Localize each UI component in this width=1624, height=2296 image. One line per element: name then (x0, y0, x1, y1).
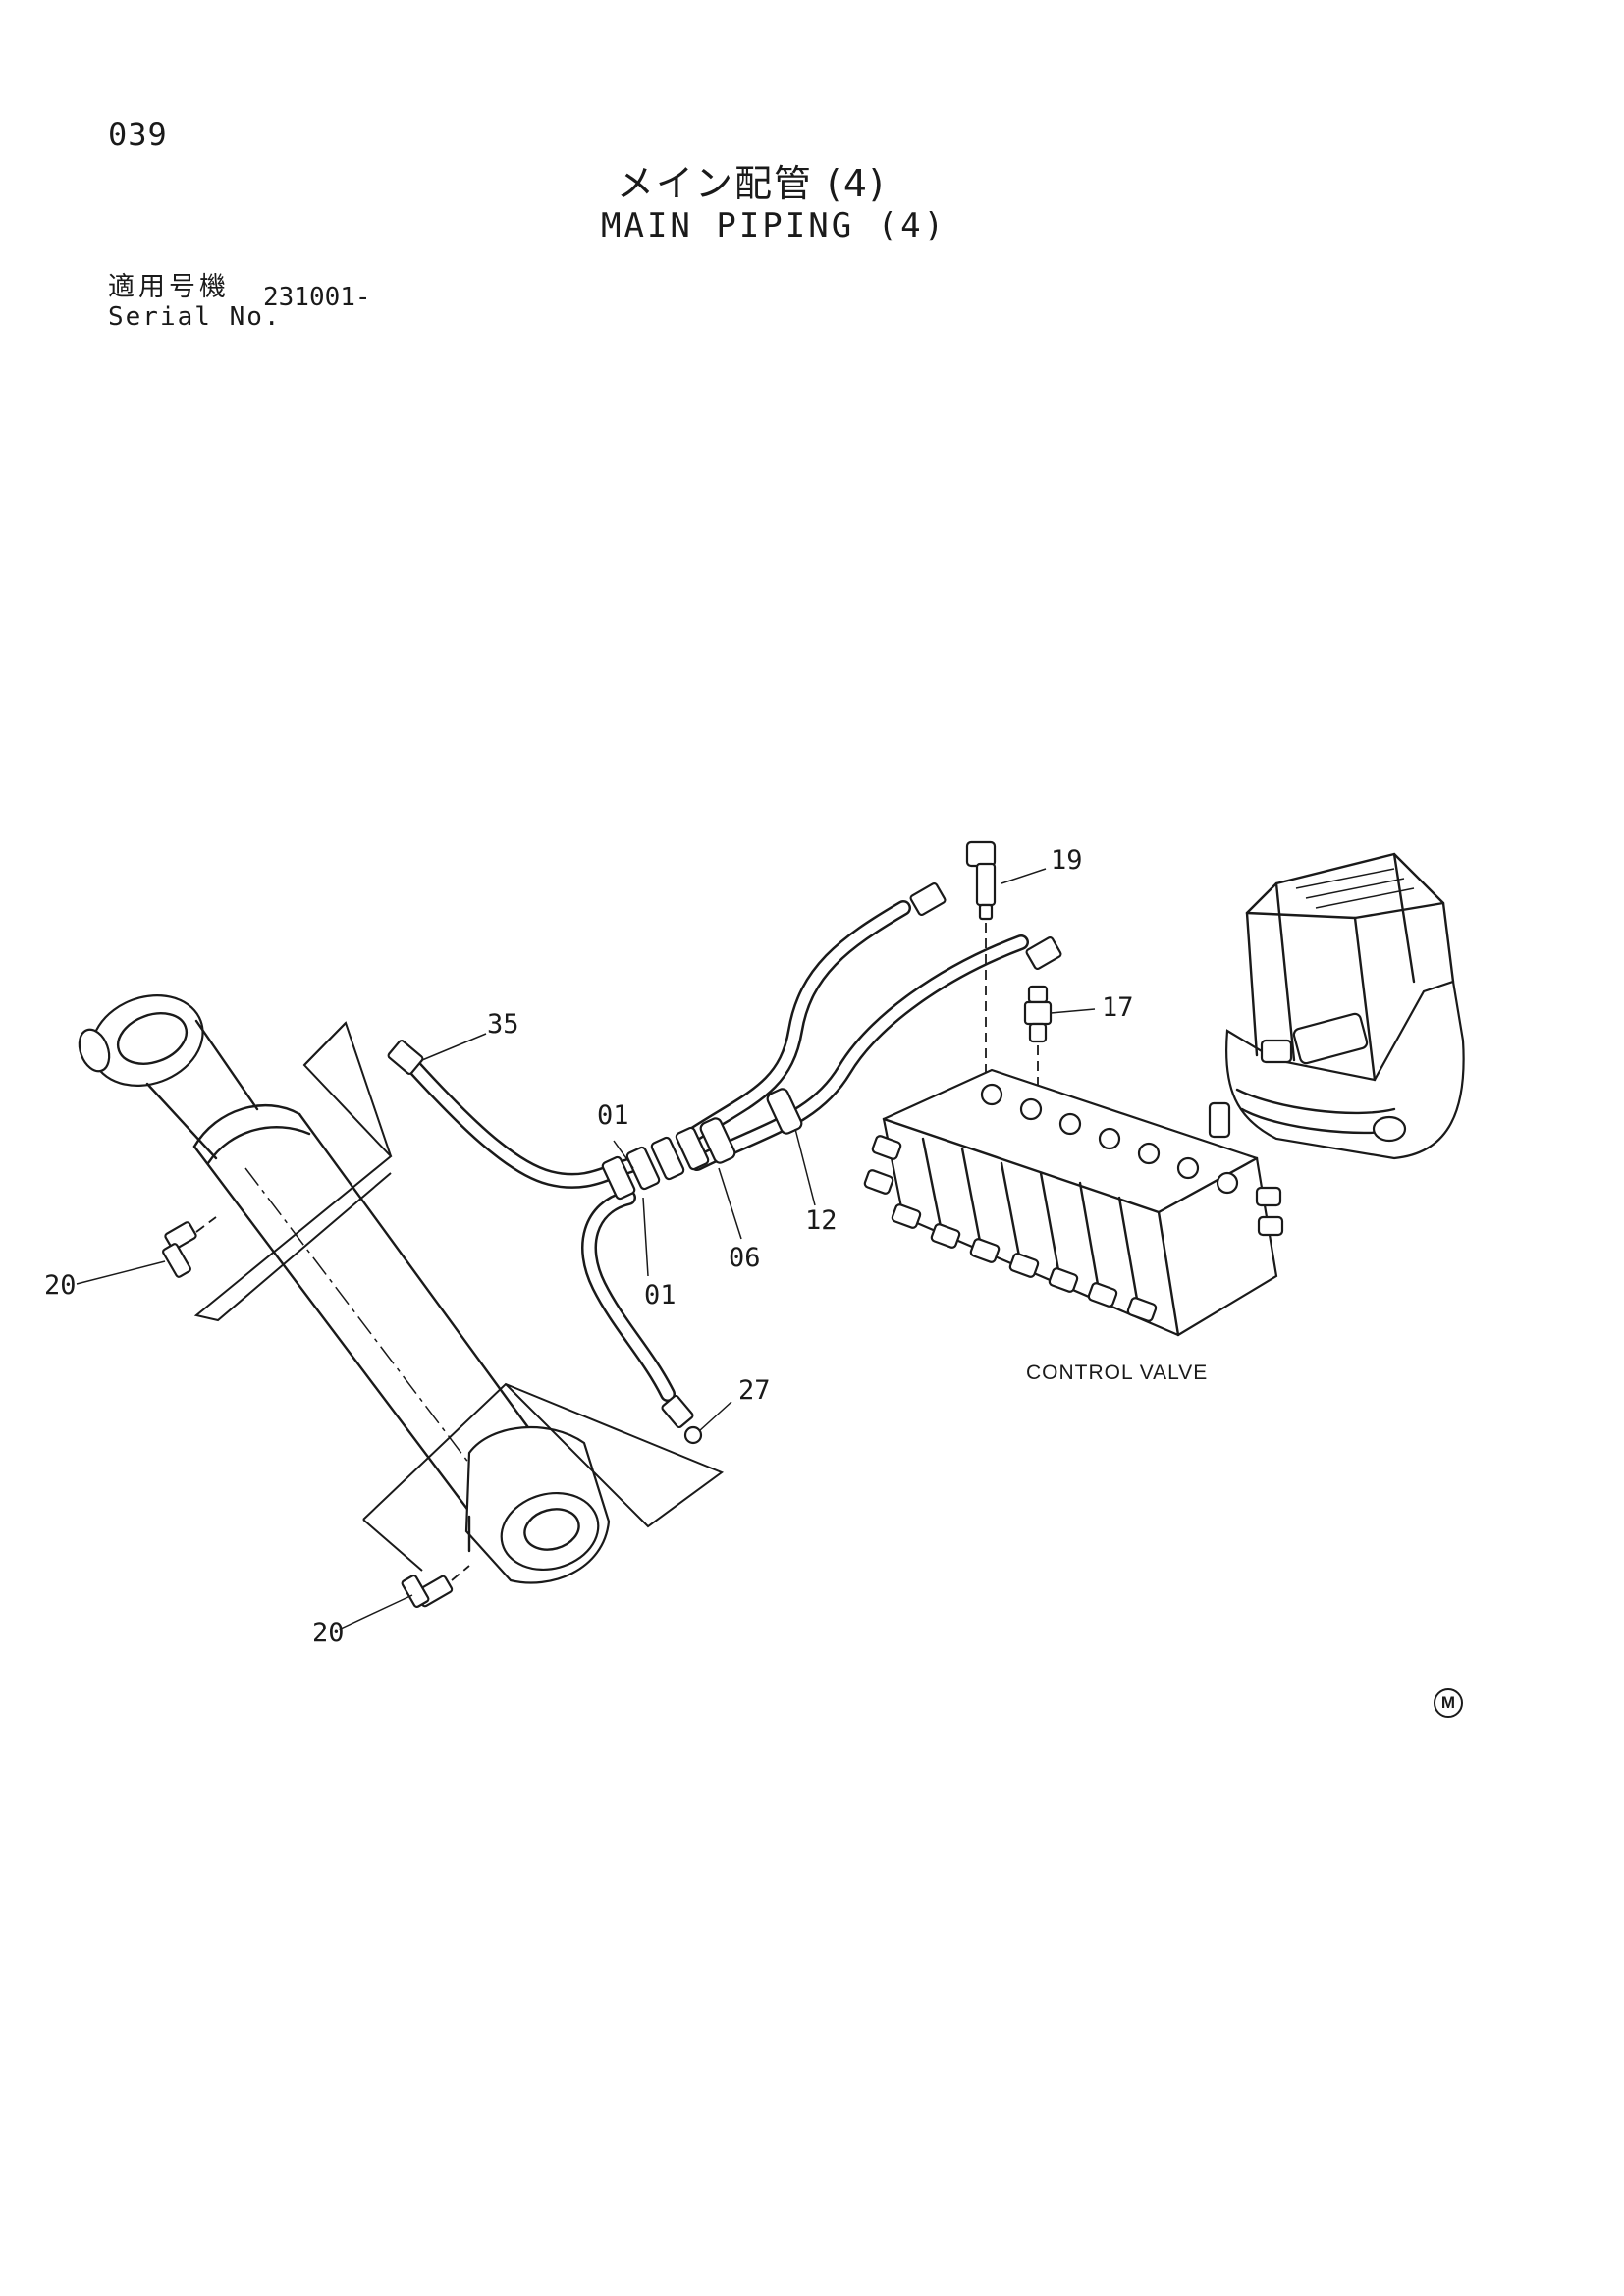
callout-leaders (76, 868, 1096, 1630)
adapter-fitting-17 (1023, 985, 1053, 1043)
callout-35: 35 (487, 1009, 519, 1040)
control-valve-label: CONTROL VALVE (1026, 1362, 1208, 1384)
bracket-box-lower-2 (362, 1519, 423, 1572)
elbow-fitting-20-upper (162, 1216, 217, 1278)
page-title-english: MAIN PIPING (4) (601, 206, 947, 245)
callout-27: 27 (738, 1375, 771, 1406)
callout-17: 17 (1102, 992, 1134, 1023)
callout-19: 19 (1051, 845, 1083, 876)
callout-20-lower: 20 (312, 1618, 345, 1648)
callout-12: 12 (805, 1205, 838, 1236)
serial-number-value: 231001- (263, 283, 371, 312)
hose-clamp-assembly (601, 1088, 803, 1201)
excavator-illustration (1225, 852, 1465, 1160)
callout-06: 06 (729, 1243, 761, 1273)
callout-20-upper: 20 (44, 1270, 77, 1301)
serial-label-english: Serial No. (108, 302, 282, 332)
elbow-fitting-20-lower (401, 1565, 470, 1608)
serial-label-japanese: 適用号機 (108, 272, 230, 302)
control-valve (863, 1068, 1284, 1337)
elbow-fitting-19 (965, 840, 997, 921)
bracket-box-upper-outline (303, 1021, 392, 1157)
page-title-japanese: メイン配管 (4) (617, 162, 886, 205)
page-number: 039 (108, 116, 168, 153)
bracket-box-lower (362, 1382, 725, 1528)
callout-01-bottom: 01 (644, 1280, 677, 1310)
hydraulic-cylinder (78, 994, 611, 1584)
callout-01-top: 01 (597, 1100, 629, 1131)
hose-end-fittings (387, 881, 1062, 1445)
maker-mark-icon: M (1434, 1688, 1463, 1718)
